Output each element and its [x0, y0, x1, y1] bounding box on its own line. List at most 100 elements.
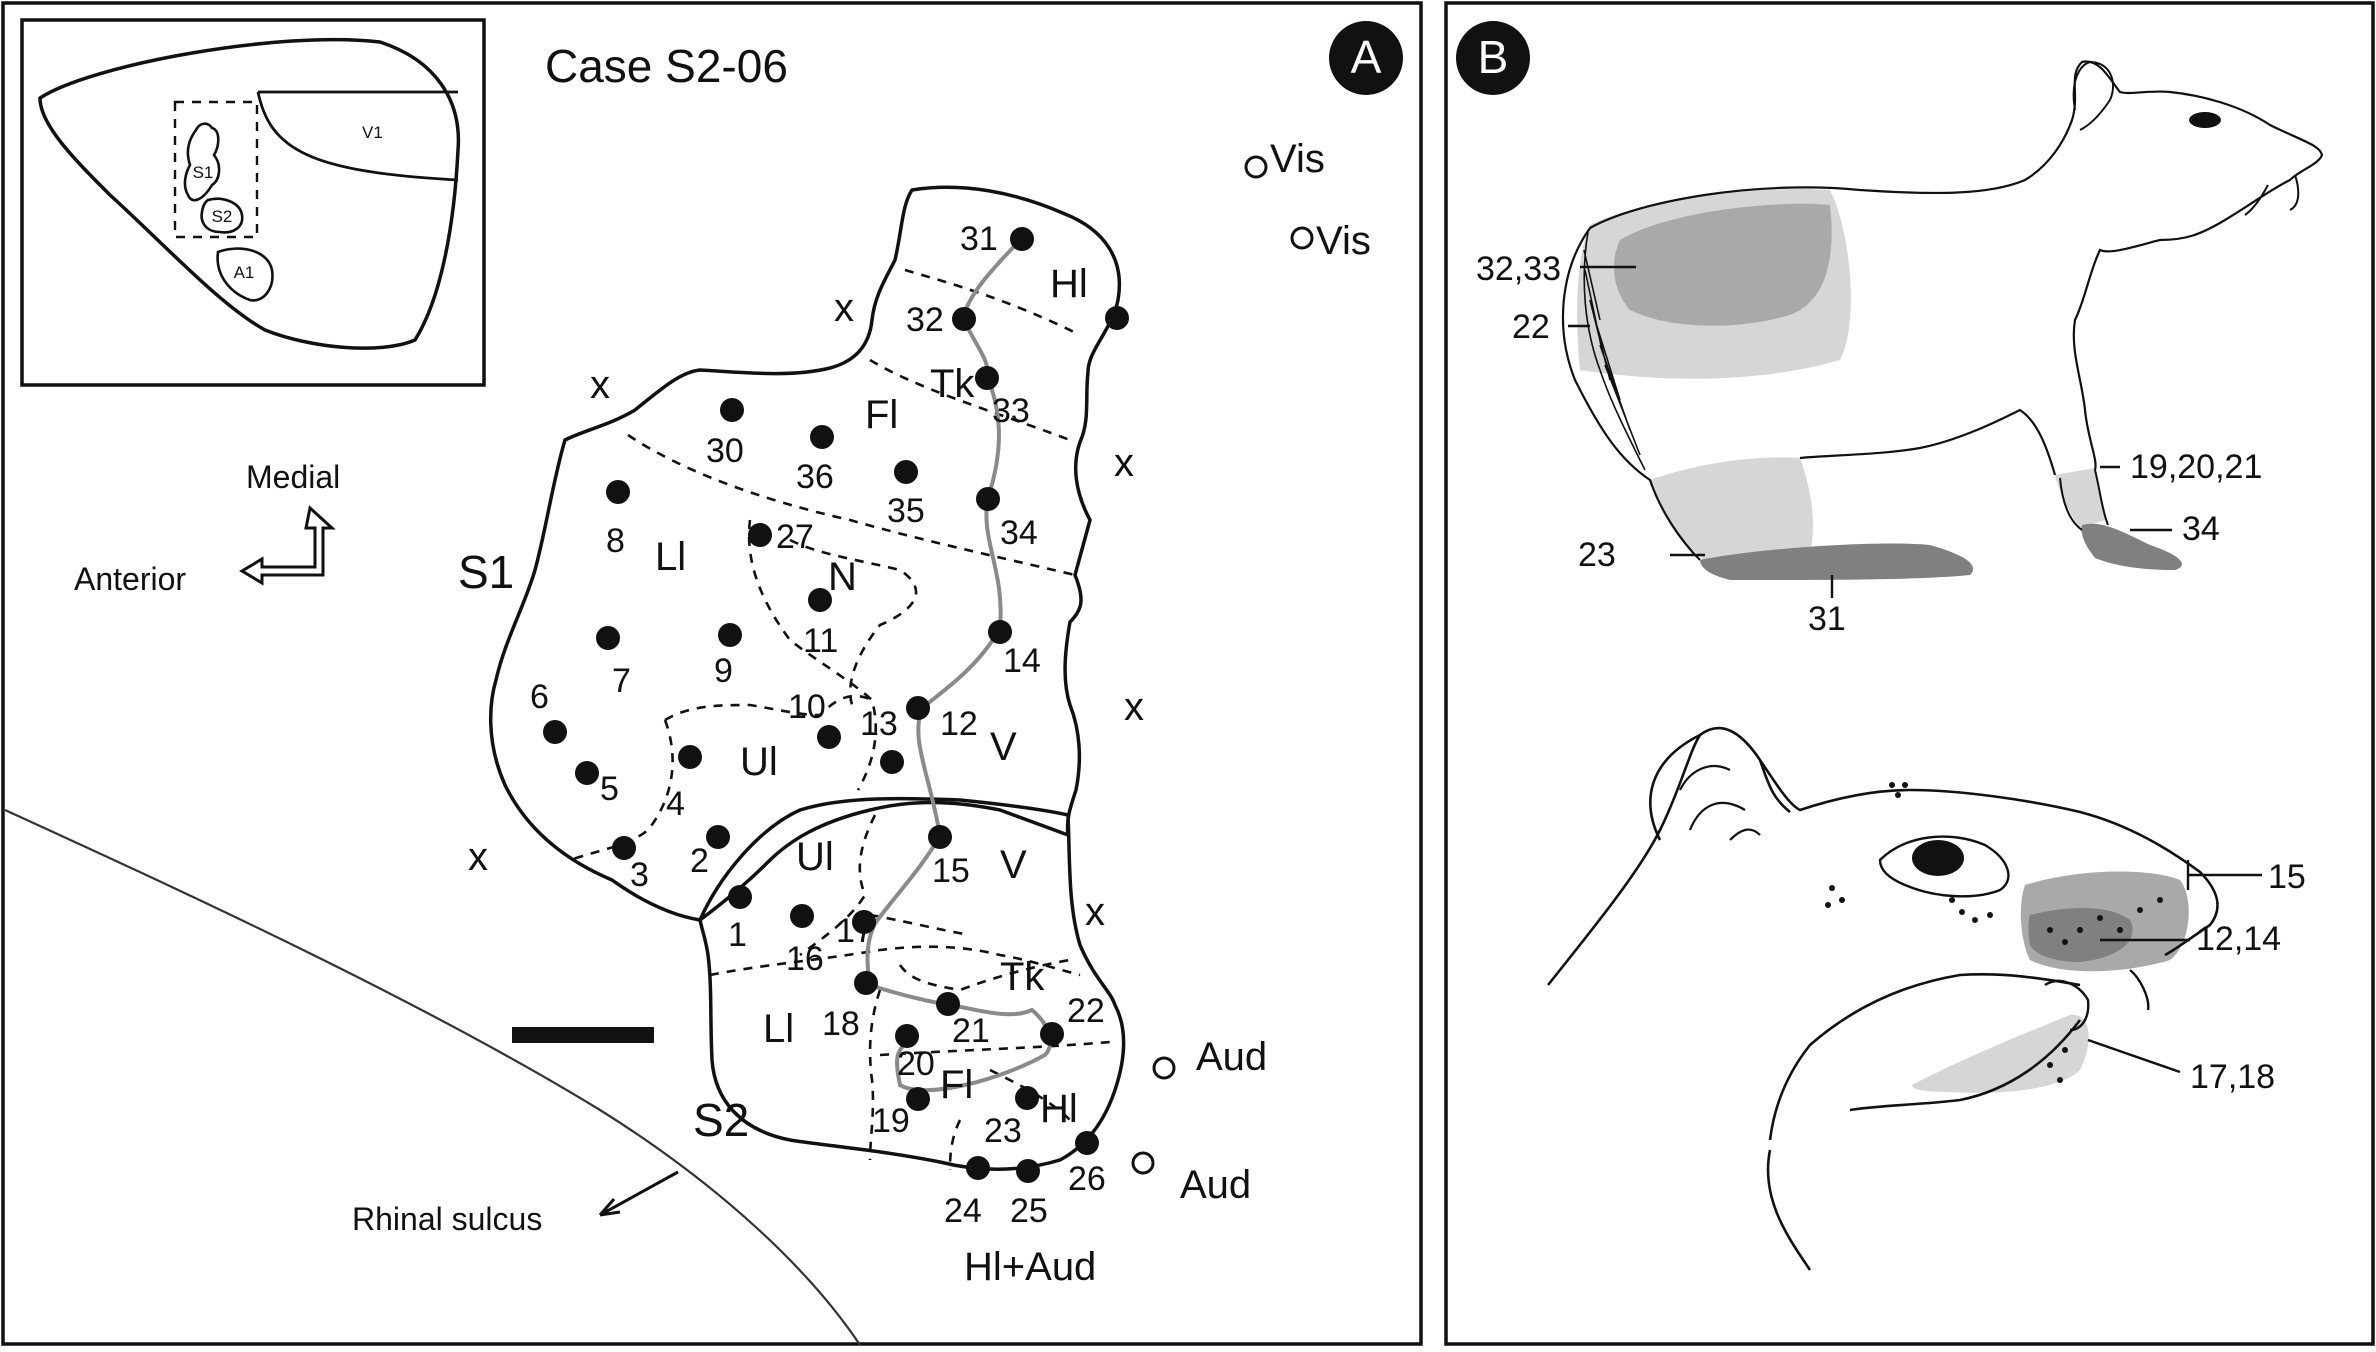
site-number: 18 — [822, 1005, 860, 1043]
site-dot — [854, 971, 878, 995]
region-label: Tk — [930, 362, 975, 406]
site-dot — [975, 366, 999, 390]
open-site-marker — [1290, 226, 1314, 250]
leader-line — [2087, 1038, 2181, 1074]
site-dot — [575, 761, 599, 785]
region-labels: Hl Tk Fl Ll N Ul V Ul V Tk Ll Fl Hl Hl+A… — [655, 262, 1096, 1289]
site-numbers: 31 32 33 30 36 35 34 27 8 11 14 7 9 6 10… — [530, 220, 1106, 1230]
x-mark: x — [590, 363, 610, 407]
inset-dashed-box — [173, 100, 259, 239]
site-number: 17 — [836, 912, 874, 950]
face-ear-inner — [1679, 765, 1761, 841]
s2-area-label: S2 — [693, 1094, 749, 1146]
site-number: 11 — [803, 622, 838, 660]
inset-s2: S2 — [212, 207, 233, 226]
site-number: 16 — [786, 940, 824, 978]
unresponsive-marks: x x x x x x — [468, 286, 1144, 934]
face-outline — [1546, 726, 2219, 1271]
x-mark: x — [1124, 685, 1144, 729]
site-dot — [1075, 1131, 1099, 1155]
site-number: 14 — [1003, 642, 1041, 680]
site-number: 7 — [612, 662, 631, 700]
site-number: 9 — [714, 652, 733, 690]
site-dot — [748, 523, 772, 547]
receptive-field-forepaw — [2081, 523, 2182, 570]
open-site-marker — [1131, 1151, 1155, 1175]
site-number: 22 — [1067, 992, 1105, 1030]
scale-bar — [512, 1027, 654, 1043]
orientation-compass: Medial Anterior — [74, 459, 340, 597]
region-label: V — [1000, 843, 1027, 887]
vis-site-label: Vis — [1270, 137, 1325, 181]
site-number: 4 — [666, 785, 685, 823]
region-label: Hl — [1040, 1087, 1078, 1131]
site-dot — [1105, 306, 1129, 330]
rat-label: 31 — [1808, 600, 1846, 638]
site-dot — [720, 398, 744, 422]
rat-ear — [2072, 60, 2115, 131]
receptive-field-hindlimb — [1650, 457, 1813, 565]
site-dot — [895, 1024, 919, 1048]
rat-forelimb — [2059, 469, 2109, 531]
rat-label: 22 — [1512, 308, 1550, 346]
site-dot — [852, 910, 876, 934]
anterior-label: Anterior — [74, 561, 186, 597]
rat-eye-icon — [2189, 112, 2221, 128]
inset-s1-outline — [183, 122, 221, 202]
brain-inset: V1 S1 S2 A1 — [20, 18, 486, 387]
site-number: 5 — [600, 770, 619, 808]
site-number: 24 — [944, 1192, 982, 1230]
site-number: 13 — [860, 705, 898, 743]
site-dot — [1016, 1159, 1040, 1183]
receptive-field-nose-inner — [2028, 908, 2133, 962]
panel-b-frame — [1444, 1, 2375, 1346]
region-label: Ll — [763, 1007, 794, 1051]
site-dot — [808, 588, 832, 612]
receptive-field-forelimb — [2055, 468, 2105, 528]
region-label: V — [990, 725, 1017, 769]
site-number: 20 — [897, 1045, 935, 1083]
s1-area-label: S1 — [458, 546, 514, 598]
rhinal-arrow-icon — [598, 1170, 679, 1217]
site-number: 1 — [728, 916, 747, 954]
panel-b-badge: B — [1456, 21, 1530, 95]
rhinal-sulcus-line — [4, 808, 861, 1346]
recording-sites — [543, 227, 1129, 1183]
site-dot — [976, 487, 1000, 511]
site-dot — [810, 425, 834, 449]
site-dot — [1040, 1022, 1064, 1046]
site-number: 27 — [776, 518, 814, 556]
open-site-marker — [1244, 155, 1268, 179]
rat-face-drawing — [1546, 726, 2219, 1271]
site-dot — [790, 904, 814, 928]
face-eye-icon — [1912, 840, 1964, 876]
site-dot — [817, 725, 841, 749]
open-sites: Vis Vis Aud Aud — [1131, 137, 1371, 1207]
inset-s1: S1 — [193, 163, 214, 182]
site-dot — [952, 307, 976, 331]
panel-a-frame — [1, 1, 1423, 1346]
aud-site-label: Aud — [1196, 1035, 1267, 1079]
site-dot — [1010, 227, 1034, 251]
case-title: Case S2-06 — [545, 40, 788, 92]
site-number: 21 — [952, 1012, 990, 1050]
site-dot — [612, 836, 636, 860]
region-label: Ul — [796, 835, 834, 879]
inset-hemisphere-outline — [38, 37, 461, 350]
inset-frame — [20, 18, 486, 387]
vis-site-label: Vis — [1316, 219, 1371, 263]
site-number: 33 — [992, 392, 1030, 430]
site-number: 35 — [887, 492, 925, 530]
x-mark: x — [468, 835, 488, 879]
region-label: Hl+Aud — [964, 1245, 1096, 1289]
rat-mouth — [2244, 174, 2300, 216]
open-site-marker — [1152, 1056, 1176, 1080]
site-dot — [706, 825, 730, 849]
site-dot — [678, 745, 702, 769]
compass-arrow-icon — [239, 505, 336, 586]
site-dot — [728, 885, 752, 909]
rat-label: 34 — [2182, 510, 2220, 548]
x-mark: x — [1114, 441, 1134, 485]
panel-a: A Case S2-06 V1 S1 S2 A1 Medial Anterior… — [1, 1, 1423, 1346]
